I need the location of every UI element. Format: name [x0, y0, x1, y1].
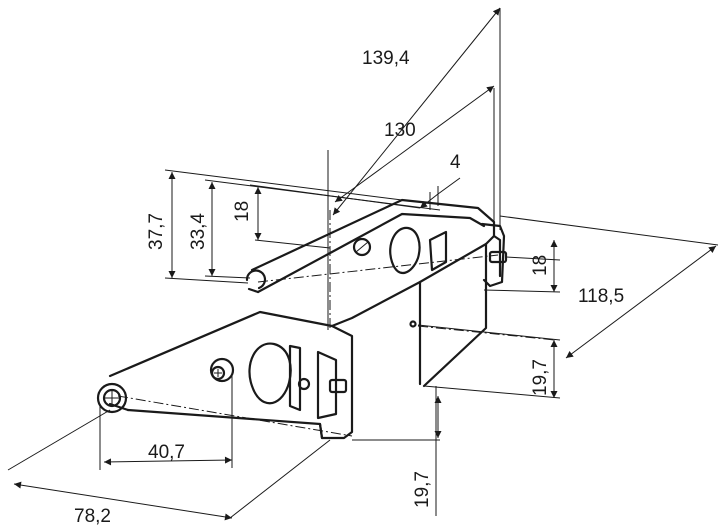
lower-screw [209, 357, 235, 383]
lower-end-clamp [288, 344, 348, 420]
upper-end-clamp [480, 222, 506, 288]
back-plate [418, 242, 488, 388]
dimension-lines [7, 7, 719, 521]
dim-overall-length: 139,4 [362, 48, 410, 69]
lower-pivot-roller [96, 382, 128, 414]
upper-arm-inner [256, 212, 486, 294]
dim-overall-height: 37,7 [146, 213, 167, 250]
upper-slot [389, 226, 421, 274]
upper-arm-pivot [245, 269, 267, 294]
dim-offset: 4 [450, 152, 461, 173]
dim-pin-height-right: 18 [530, 255, 551, 276]
lower-slot [248, 342, 292, 405]
dim-base-offset-right: 19,7 [530, 359, 551, 396]
dimension-labels: 139,4 130 4 37,7 33,4 18 18 118,5 19,7 1… [74, 48, 624, 527]
dim-depth: 118,5 [578, 286, 624, 307]
upper-arm [250, 198, 496, 328]
dim-arm-length: 78,2 [74, 506, 111, 527]
bracket-part [96, 198, 508, 440]
center-lines [117, 210, 556, 437]
dim-arm-hole-offset: 40,7 [148, 442, 185, 463]
dim-base-offset-bottom: 19,7 [412, 471, 433, 508]
dim-pin-height-left: 18 [232, 201, 253, 222]
upper-screw [352, 237, 372, 257]
dim-hole-spacing-length: 130 [384, 120, 416, 141]
dim-arm-height: 33,4 [188, 213, 209, 250]
